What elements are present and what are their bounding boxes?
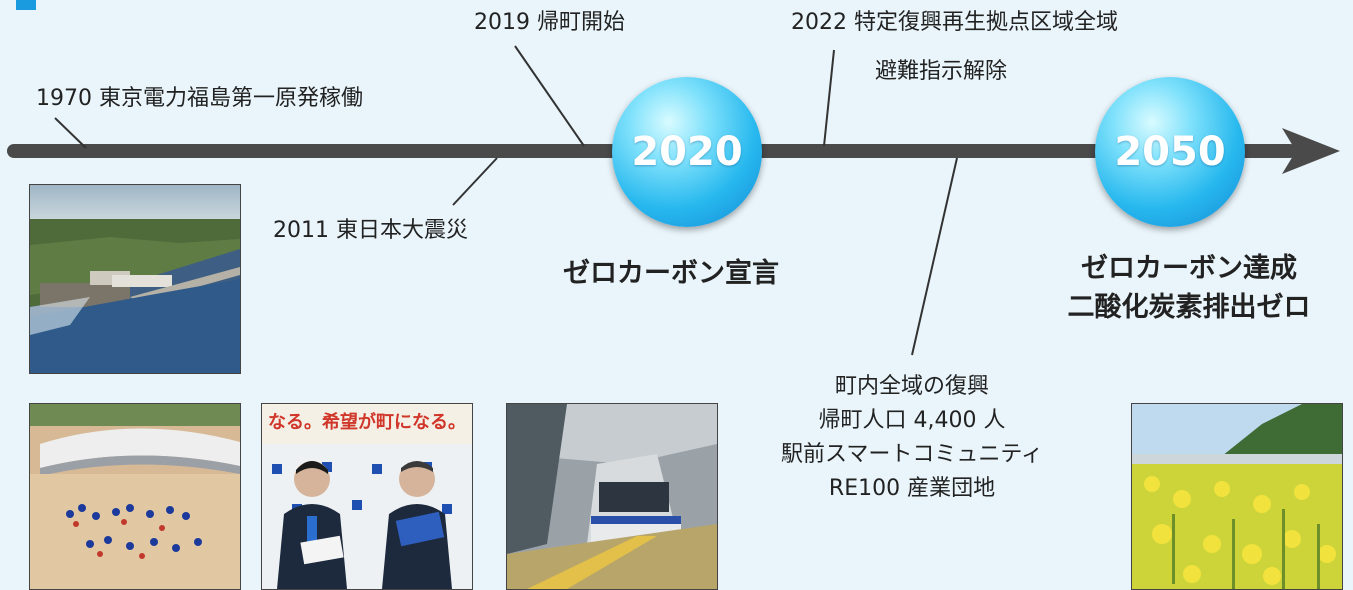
rapeseed-field-photo (1131, 403, 1343, 590)
connector-2011 (452, 157, 498, 206)
connector-2022 (823, 49, 835, 147)
connector-goals (911, 157, 958, 356)
goal-item: 駅前スマートコミュニティ (780, 442, 1044, 467)
timeline-arrowhead (1282, 128, 1340, 174)
power-plant-aerial-photo (29, 184, 241, 374)
event-2019-label: 2019 帰町開始 (474, 10, 625, 35)
event-2022-sublabel: 避難指示解除 (875, 59, 1008, 84)
zero-carbon-declaration: ゼロカーボン宣言 (563, 258, 779, 289)
milestone-2020-circle: 2020 (612, 77, 762, 227)
zero-carbon-achievement-line2: 二酸化炭素排出ゼロ (1067, 292, 1311, 324)
event-1970-label: 1970 東京電力福島第一原発稼働 (36, 86, 363, 111)
connector-2019 (514, 45, 585, 147)
goals-list: 町内全域の復興 帰町人口 4,400 人 駅前スマートコミュニティ RE100 … (722, 370, 1102, 506)
milestone-2050-circle: 2050 (1095, 77, 1245, 227)
banner-text: なる。希望が町になる。 (268, 412, 466, 433)
train-station-photo (506, 403, 718, 590)
stadium-aerial-photo (29, 403, 241, 590)
press-conference-photo: なる。希望が町になる。 (261, 403, 473, 590)
event-2022-label: 2022 特定復興再生拠点区域全域 (791, 10, 1118, 35)
zero-carbon-achievement: ゼロカーボン達成 二酸化炭素排出ゼロ (1034, 249, 1344, 327)
connector-1970 (54, 117, 87, 149)
goal-item: 町内全域の復興 (834, 374, 989, 399)
zero-carbon-achievement-line1: ゼロカーボン達成 (1081, 253, 1297, 284)
goal-item: RE100 産業団地 (828, 476, 996, 501)
title-marker (16, 0, 36, 10)
event-2011-label: 2011 東日本大震災 (273, 218, 468, 243)
goal-item: 帰町人口 4,400 人 (818, 408, 1006, 433)
